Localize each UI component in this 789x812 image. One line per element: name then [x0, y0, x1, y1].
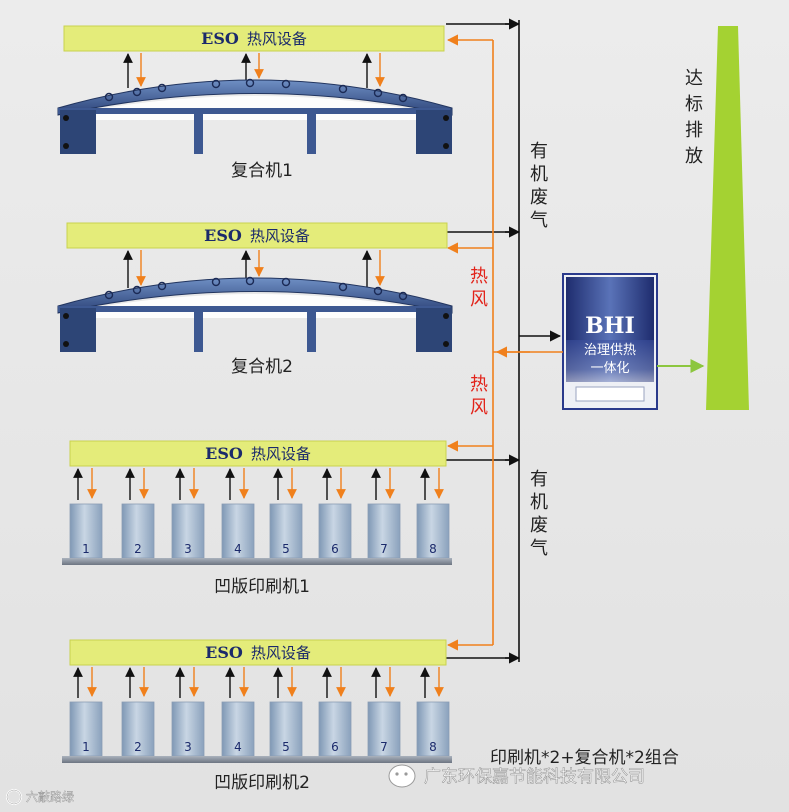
laminator-2: ESO 热风设备 复合机2: [57, 222, 453, 377]
bhi-title: BHI: [585, 313, 635, 339]
hot-air-lower-char-1: 热: [470, 374, 488, 395]
discharge-char-4: 放: [685, 146, 703, 167]
laminator-2-label: 复合机2: [231, 357, 293, 377]
eso-label: ESO: [201, 29, 239, 48]
waste-gas-lower-char-3: 废: [530, 515, 548, 536]
printer-1-label: 凹版印刷机1: [214, 577, 310, 597]
company-name: 广东环保嘉节能科技有限公司: [424, 767, 645, 787]
eso-bar-laminator-1: [63, 25, 445, 52]
printer-1: ESO 热风设备 1 2 3 4 5 6 7 8 凹版印刷机1: [62, 440, 452, 597]
printer-2-print-unit: [367, 701, 401, 757]
bhi-line-2: 一体化: [590, 361, 629, 376]
printer-1-print-unit: [69, 503, 103, 559]
printer-2-unit-number: 4: [234, 740, 242, 754]
waste-gas-lower-char-4: 气: [530, 538, 548, 559]
eso-sub-label: 热风设备: [250, 227, 310, 245]
printer-1-unit-number: 4: [234, 542, 242, 556]
hot-air-arrowheads: [446, 34, 530, 651]
hot-air-char-1: 热: [470, 266, 488, 287]
printer-2-base: [62, 756, 452, 763]
printer-1-print-unit: [121, 503, 155, 559]
waste-gas-lower-char-1: 有: [530, 469, 548, 490]
printer-2-label: 凹版印刷机2: [214, 773, 310, 793]
watermark-text: 六敲路绿: [26, 789, 74, 804]
printer-1-print-unit: [318, 503, 352, 559]
eso-sub-label: 热风设备: [247, 30, 307, 48]
printer-2-print-unit: [171, 701, 205, 757]
printer-2-print-unit: [269, 701, 303, 757]
printer-2-print-unit: [69, 701, 103, 757]
printer-2-print-unit: [318, 701, 352, 757]
laminator-1: ESO 热风设备 复合机1: [57, 25, 453, 181]
waste-gas-char-1: 有: [530, 141, 548, 162]
printer-1-print-unit: [221, 503, 255, 559]
eso-sub-label: 热风设备: [251, 644, 311, 662]
waste-gas-collector: [446, 20, 520, 662]
printer-1-units: 1 2 3 4 5 6 7 8: [69, 468, 450, 559]
eso-bar-printer-1: [69, 440, 447, 467]
printer-1-print-unit: [269, 503, 303, 559]
printer-2-units: 1 2 3 4 5 6 7 8: [69, 667, 450, 757]
printer-2-unit-number: 8: [429, 740, 437, 754]
printer-2-unit-number: 1: [82, 740, 90, 754]
eso-label: ESO: [205, 643, 243, 662]
printer-2-unit-number: 3: [184, 740, 192, 754]
hot-air-return: [492, 40, 563, 645]
printer-2-print-unit: [221, 701, 255, 757]
discharge-char-2: 标: [685, 94, 703, 115]
printer-1-unit-number: 6: [331, 542, 339, 556]
bhi-unit: BHI 治理供热 一体化: [562, 273, 658, 410]
printer-1-unit-number: 8: [429, 542, 437, 556]
printer-2-unit-number: 2: [134, 740, 142, 754]
bhi-line-1: 治理供热: [584, 343, 636, 358]
printer-2: ESO 热风设备 1 2 3 4 5 6 7 8 凹版印刷机2: [62, 639, 452, 793]
hot-air-lower-char-2: 风: [470, 397, 488, 418]
printer-1-unit-number: 1: [82, 542, 90, 556]
waste-gas-arrowheads: [505, 18, 521, 664]
discharge-char-1: 达: [685, 68, 703, 89]
printer-1-base: [62, 558, 452, 565]
printer-2-unit-number: 5: [282, 740, 290, 754]
hot-air-char-2: 风: [470, 289, 488, 310]
discharge-char-3: 排: [685, 120, 703, 141]
eso-label: ESO: [204, 226, 242, 245]
laminator-1-label: 复合机1: [231, 161, 293, 181]
waste-gas-char-3: 废: [530, 187, 548, 208]
chimney: [706, 26, 749, 410]
printer-2-print-unit: [121, 701, 155, 757]
eso-bar-laminator-2: [66, 222, 448, 249]
printer-1-unit-number: 3: [184, 542, 192, 556]
waste-gas-lower-char-2: 机: [530, 492, 548, 513]
eso-label: ESO: [205, 444, 243, 463]
wechat-icon: [388, 764, 416, 788]
printer-2-unit-number: 6: [331, 740, 339, 754]
waste-gas-char-4: 气: [530, 210, 548, 231]
eso-bar-printer-2: [69, 639, 447, 666]
printer-2-unit-number: 7: [380, 740, 388, 754]
printer-1-unit-number: 7: [380, 542, 388, 556]
eso-sub-label: 热风设备: [251, 445, 311, 463]
combo-caption: 印刷机*2+复合机*2组合: [490, 748, 679, 768]
printer-2-print-unit: [416, 701, 450, 757]
printer-1-unit-number: 5: [282, 542, 290, 556]
printer-1-print-unit: [367, 503, 401, 559]
printer-1-print-unit: [416, 503, 450, 559]
printer-1-unit-number: 2: [134, 542, 142, 556]
waste-gas-char-2: 机: [530, 164, 548, 185]
watermark-logo: [6, 789, 22, 805]
